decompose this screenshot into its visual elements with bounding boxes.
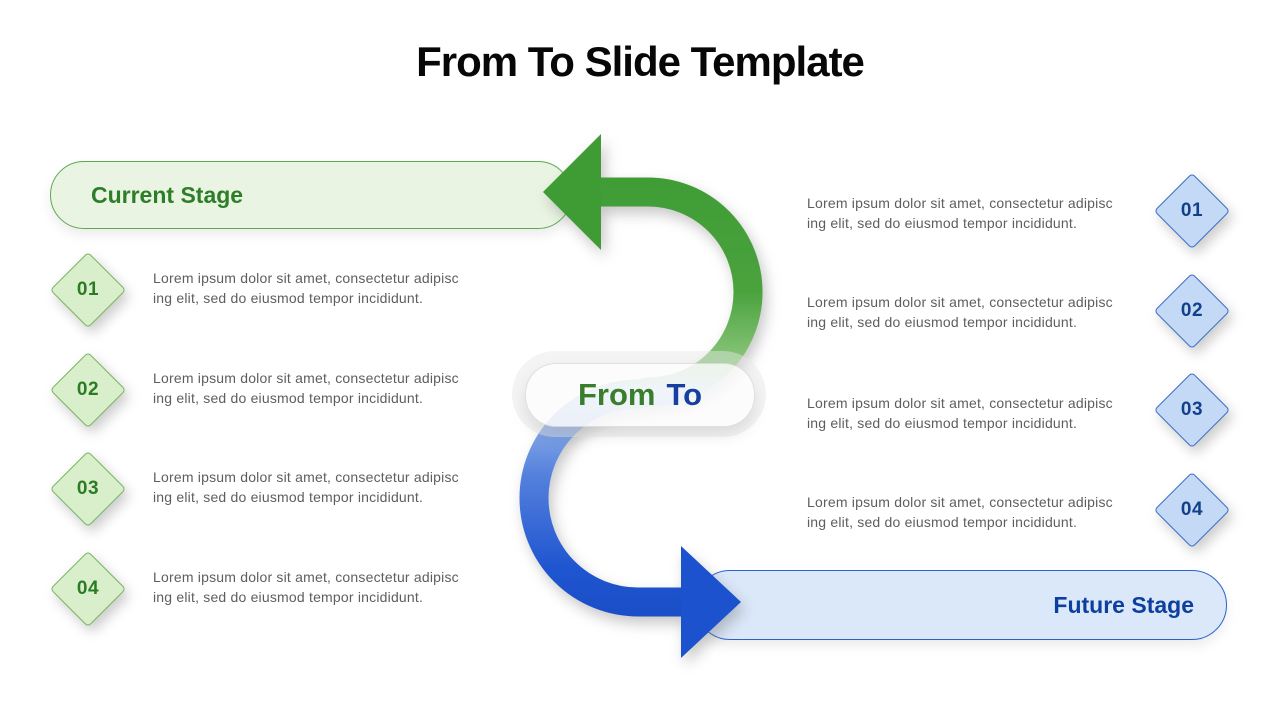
left-diamond-01: 01 [49, 251, 127, 329]
right-diamond-03: 03 [1153, 371, 1231, 449]
right-diamond-01-number: 01 [1180, 200, 1204, 221]
left-diamond-02: 02 [49, 351, 127, 429]
left-item-01-text: Lorem ipsum dolor sit amet, consectetur … [153, 270, 459, 306]
current-stage-banner: Current Stage [50, 161, 572, 229]
left-diamond-04-number: 04 [76, 578, 100, 599]
future-stage-banner: Future Stage [695, 570, 1227, 640]
to-word: To [666, 377, 703, 412]
right-diamond-04: 04 [1153, 471, 1231, 549]
left-item-02-text: Lorem ipsum dolor sit amet, consectetur … [153, 370, 459, 406]
left-diamond-04: 04 [49, 550, 127, 628]
right-diamond-02: 02 [1153, 272, 1231, 350]
from-to-pill: From To [525, 363, 755, 427]
left-diamond-03-number: 03 [76, 478, 100, 499]
left-item-03-text: Lorem ipsum dolor sit amet, consectetur … [153, 469, 459, 505]
right-item-02-text: Lorem ipsum dolor sit amet, consectetur … [807, 294, 1113, 330]
right-item-01-text: Lorem ipsum dolor sit amet, consectetur … [807, 195, 1113, 231]
current-stage-label: Current Stage [91, 181, 244, 208]
right-diamond-01: 01 [1153, 172, 1231, 250]
left-item-04-text: Lorem ipsum dolor sit amet, consectetur … [153, 569, 459, 605]
future-stage-label: Future Stage [1053, 591, 1194, 618]
right-item-03-text: Lorem ipsum dolor sit amet, consectetur … [807, 395, 1113, 431]
right-diamond-02-number: 02 [1180, 300, 1204, 321]
from-word: From [577, 377, 656, 412]
right-diamond-04-number: 04 [1180, 499, 1204, 520]
left-diamond-02-number: 02 [76, 379, 100, 400]
right-item-04-text: Lorem ipsum dolor sit amet, consectetur … [807, 494, 1113, 530]
left-diamond-01-number: 01 [76, 279, 100, 300]
right-diamond-03-number: 03 [1180, 399, 1204, 420]
left-diamond-03: 03 [49, 450, 127, 528]
page-title: From To Slide Template [416, 38, 865, 85]
